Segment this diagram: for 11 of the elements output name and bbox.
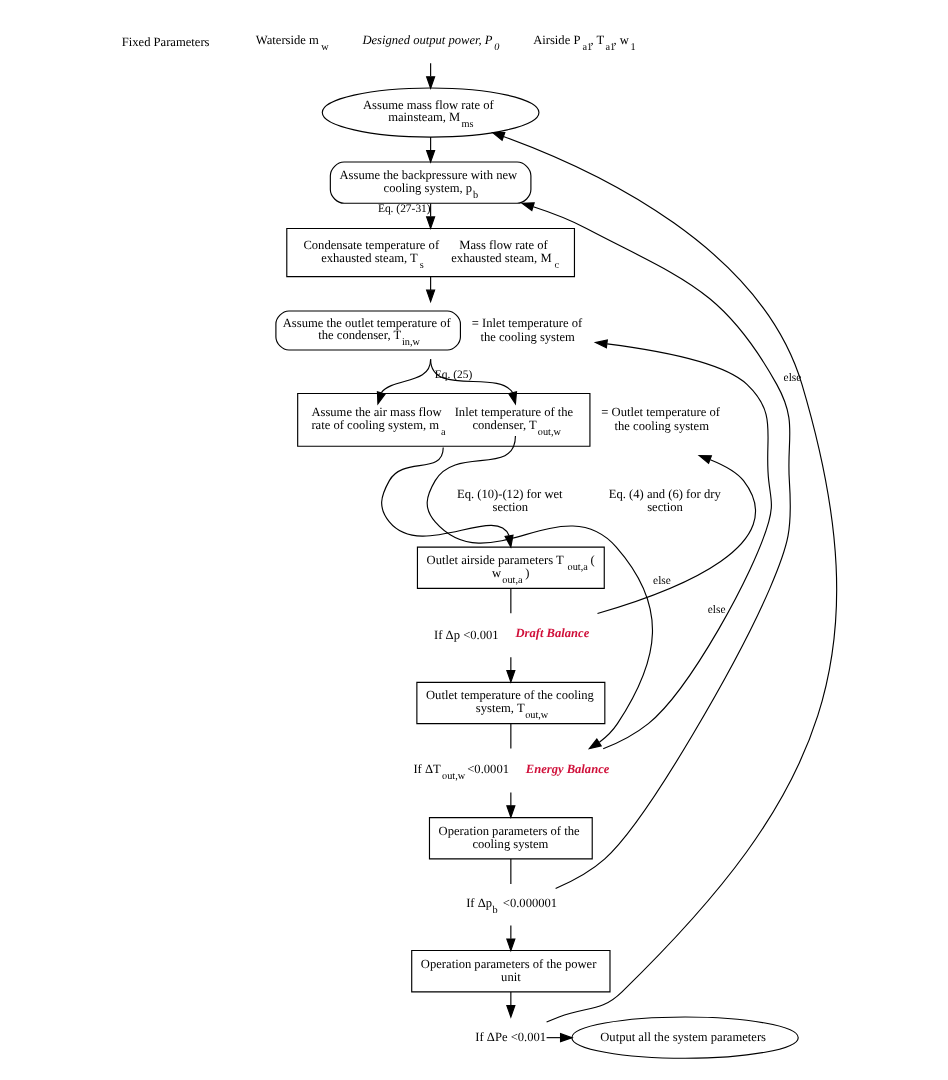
arrow [490,132,836,1023]
connector [509,587,511,614]
arrow [592,339,771,750]
connector [509,723,511,750]
connector [509,858,511,885]
arrow [519,202,790,890]
arrow [595,454,756,615]
arrow [425,435,653,750]
arrow [375,358,431,406]
arrow [429,358,517,406]
arrow [380,446,513,549]
